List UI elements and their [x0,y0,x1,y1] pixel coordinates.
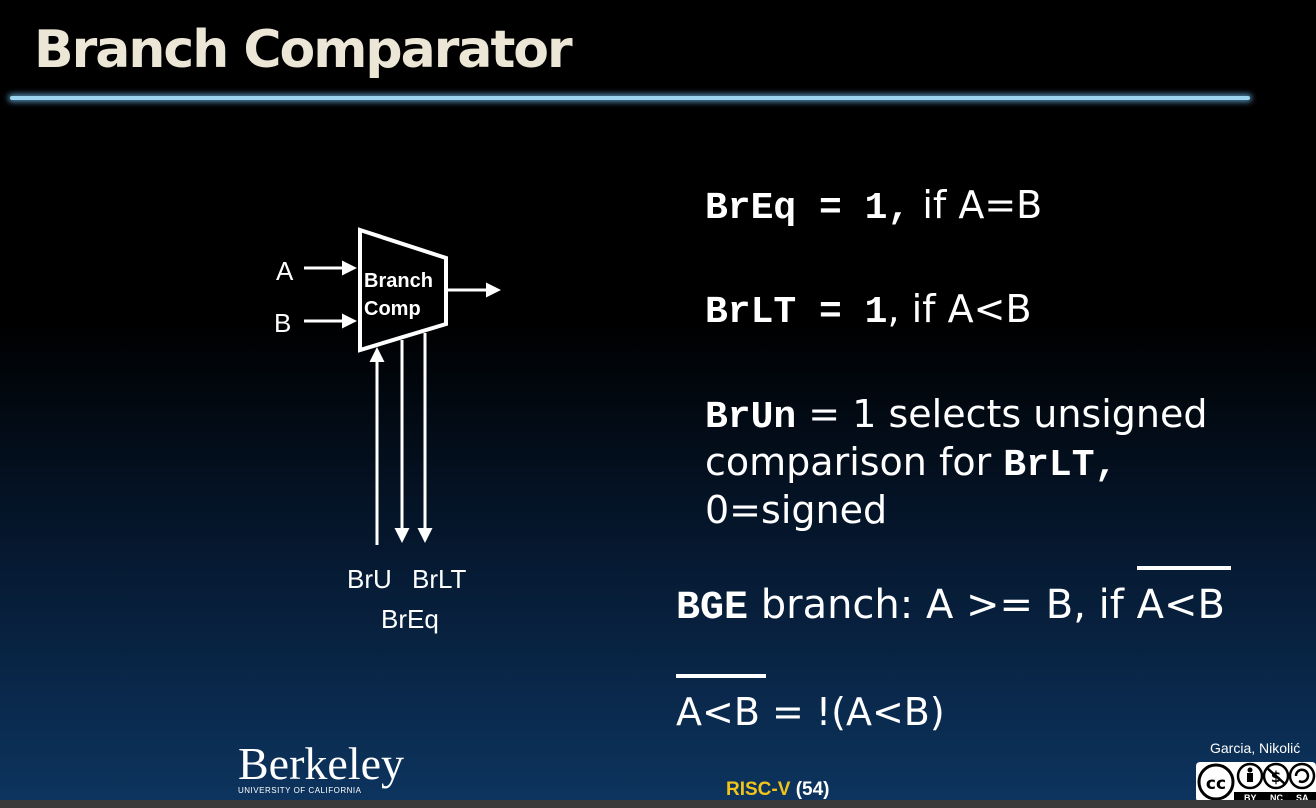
license-sa: SA [1296,793,1309,803]
license-by: BY [1244,793,1257,803]
negated-condition: A<B [676,674,766,734]
brlt-label: BrLT [412,564,467,594]
bge-negated-condition: A<B [1136,566,1232,628]
title-divider [10,96,1250,100]
cc-license-badge: cc $ BY NC SA [1196,762,1316,803]
brun-statement: BrUn = 1 selects unsigned comparison for… [705,392,1265,532]
negation-statement: A<B = !(A<B) [676,674,945,734]
brlt-code: BrLT = 1 [705,291,888,334]
berkeley-subtitle: UNIVERSITY OF CALIFORNIA [238,786,362,795]
bge-statement: BGE branch: A >= B, if A<B [676,566,1232,631]
brun-desc: = 1 selects unsigned [796,392,1208,436]
brlt-desc: , if A<B [887,287,1032,331]
license-nc: NC [1270,793,1283,803]
brun-line2-code: BrLT, [1003,444,1118,487]
course-name: RISC-V [726,779,791,800]
brun-code: BrUn [705,396,797,439]
slide-title: Branch Comparator [34,20,573,80]
bottom-bar [0,800,1316,808]
bru-label: BrU [347,564,392,594]
cc-icon [1197,763,1235,801]
breq-desc: if A=B [910,183,1043,227]
bge-desc: branch: A >= B, if [748,582,1137,628]
authors: Garcia, Nikolić [1210,740,1301,756]
berkeley-logo: Berkeley UNIVERSITY OF CALIFORNIA [238,738,405,796]
block-label-line1: Branch [364,270,433,292]
slide-number: (54) [795,779,830,800]
breq-code: BrEq = 1, [705,187,911,230]
branch-comp-block [358,227,448,353]
sa-icon [1288,762,1316,790]
berkeley-wordmark: Berkeley [238,738,405,789]
input-b-label: B [274,308,291,338]
breq-label: BrEq [381,604,439,634]
input-a-label: A [276,256,294,286]
block-label-line2: Comp [364,298,421,320]
breq-statement: BrEq = 1, if A=B [705,183,1042,230]
svg-text:cc: cc [1206,774,1226,794]
negation-rest: = !(A<B) [759,690,945,734]
footer-course: RISC-V (54) [726,779,829,801]
brun-line2-text: comparison for [705,440,1004,484]
brun-line3: 0=signed [705,488,888,532]
brlt-statement: BrLT = 1, if A<B [705,287,1032,334]
bge-code: BGE [676,586,749,631]
